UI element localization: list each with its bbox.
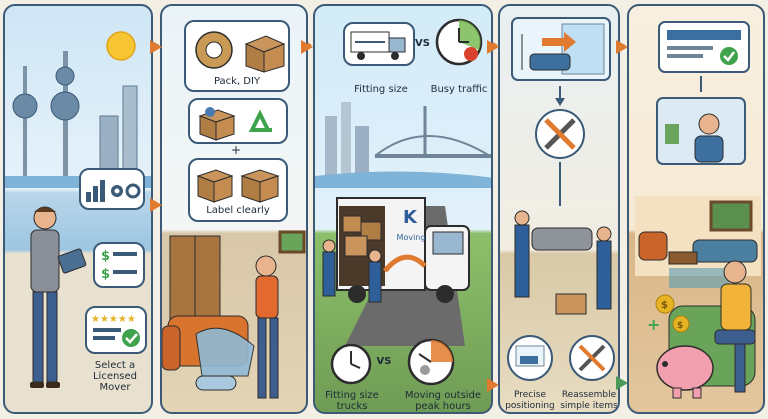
recycle-icon: [198, 107, 272, 141]
truck-logo-letter: K: [403, 207, 417, 228]
panel-pack-label: Pack, DIY + Label clearly: [160, 4, 308, 414]
pack-diy-label: Pack, DIY: [213, 76, 261, 87]
room-setup-scene: [507, 17, 615, 381]
plus-sign: +: [230, 143, 242, 157]
price-list-card: $ $: [93, 242, 145, 288]
vs-bottom: VS: [376, 356, 392, 367]
precise-positioning-label: Precise positioning: [505, 390, 555, 411]
svg-text:$: $: [661, 300, 668, 311]
svg-text:$: $: [101, 267, 110, 282]
settled-home-scene: $ $ +: [635, 21, 761, 399]
recycle-box-card: [188, 98, 288, 144]
arrow-right-icon: [616, 40, 628, 54]
fitting-size-card: [343, 22, 415, 66]
reassemble-label: Reassemble simple items: [560, 390, 618, 411]
vs-top: VS: [415, 38, 430, 49]
busy-traffic-label: Busy traffic: [430, 84, 488, 95]
svg-text:+: +: [647, 315, 660, 334]
dollar-list-icon: $ $: [101, 249, 137, 282]
tape-box-icon: [195, 31, 286, 73]
peak-hours-label: Moving outside peak hours: [404, 390, 482, 412]
fitting-trucks-label: Fitting size trucks: [325, 390, 379, 412]
panel-settled-savings: $ $ +: [627, 4, 765, 414]
truck-logo-text: Moving: [396, 233, 426, 242]
arrow-right-icon: [487, 378, 499, 392]
sun-icon: [106, 31, 136, 61]
arrow-right-icon: [487, 40, 499, 54]
svg-text:$: $: [101, 249, 110, 264]
fitting-size-label: Fitting size: [354, 84, 408, 95]
panel-select-mover: $ $ ★★★★★ Select a Licensed Mover: [3, 4, 153, 414]
clock-traffic-icon: [435, 18, 483, 66]
chart-settings-card: [79, 168, 145, 210]
panel-truck-timing: VS Fitting size Busy traffic: [313, 4, 493, 414]
pack-diy-card: Pack, DIY: [184, 20, 290, 92]
labeled-boxes-icon: [196, 169, 280, 203]
small-truck-icon: [350, 31, 406, 60]
svg-text:$: $: [677, 321, 683, 331]
arrow-right-icon: [150, 40, 162, 54]
arrow-right-icon: [150, 198, 162, 212]
clock-icon: [330, 343, 372, 385]
rating-check-card: ★★★★★: [85, 306, 147, 354]
arrow-right-icon: [301, 40, 313, 54]
label-clearly-label: Label clearly: [206, 205, 270, 216]
label-clearly-card: Label clearly: [188, 158, 288, 222]
stars-check-icon: ★★★★★: [91, 314, 140, 347]
chart-gear-icon: [86, 180, 141, 202]
clock-peak-icon: [407, 338, 455, 386]
arrow-right-icon: [616, 376, 628, 390]
tablet-icon: [57, 248, 87, 274]
piggy-bank-icon: [656, 345, 714, 391]
svg-text:★★★★★: ★★★★★: [91, 314, 136, 325]
moving-truck-scene: [315, 102, 491, 346]
panel-position-reassemble: Precise positioning Reassemble simple it…: [498, 4, 620, 414]
select-mover-label: Select a Licensed Mover: [92, 360, 138, 393]
packing-scene: [162, 230, 306, 399]
